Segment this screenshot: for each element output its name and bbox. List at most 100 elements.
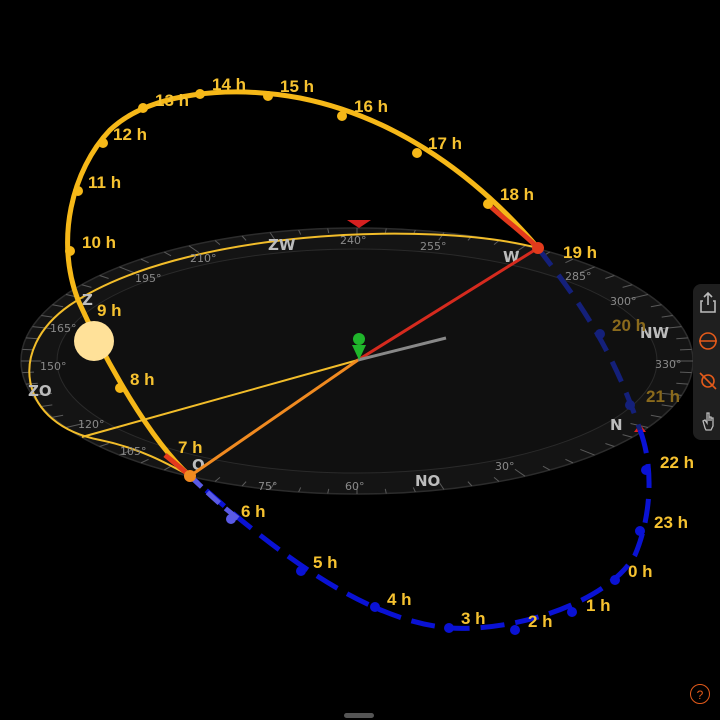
compass-tick-mark: [214, 240, 221, 246]
hour-dot-1: [567, 607, 577, 617]
hour-label-13: 13 h: [155, 91, 189, 110]
shadow-line: [357, 336, 447, 362]
no-sun-icon[interactable]: [697, 368, 719, 394]
compass-tick-mark: [565, 458, 574, 464]
hour-dot-20: [595, 329, 605, 339]
hour-dot-12: [98, 138, 108, 148]
hour-label-6: 6 h: [241, 502, 266, 521]
compass-tick-mark: [32, 326, 52, 330]
hour-dot-13: [138, 103, 148, 113]
hour-label-7: 7 h: [178, 438, 203, 457]
horizon-ring: [28, 232, 539, 477]
sunset-ray: [357, 246, 539, 362]
sunset-path-segment: [486, 202, 540, 250]
compass-tick-mark: [52, 304, 64, 308]
degree-label-240: 240°: [340, 234, 367, 247]
compass-tick-mark: [662, 326, 682, 330]
compass-tick-mark: [661, 404, 673, 407]
share-icon[interactable]: [697, 290, 719, 316]
hour-dot-0: [610, 575, 620, 585]
direction-label-no: NO: [415, 472, 440, 490]
compass-tick-mark: [622, 434, 633, 438]
night-path-hidden: [536, 246, 643, 431]
hour-label-12: 12 h: [113, 125, 147, 144]
compass-tick-mark: [119, 266, 134, 274]
hour-dot-16: [337, 111, 347, 121]
observer-pin-icon[interactable]: [352, 333, 366, 360]
compass-tick-mark: [565, 258, 574, 264]
hour-dot-8: [115, 383, 125, 393]
help-button[interactable]: ?: [690, 684, 710, 704]
compass-tick-mark: [164, 251, 172, 257]
compass-labels: 240° 255° 210° 195° 165° 150° 120° 105° …: [28, 234, 682, 493]
hour-dot-21: [625, 400, 635, 410]
compass-tick-mark: [99, 275, 109, 279]
side-toolbar: [693, 284, 720, 440]
compass-tick-mark: [65, 423, 84, 428]
horizon-icon[interactable]: [697, 328, 719, 354]
hour-label-16: 16 h: [354, 97, 388, 116]
compass-tick-mark: [605, 275, 615, 279]
compass-tick-mark: [140, 258, 149, 264]
hour-dot-5: [296, 566, 306, 576]
hour-label-20: 20 h: [612, 316, 646, 335]
hour-dot-22: [641, 465, 651, 475]
compass-tick-mark: [188, 245, 200, 254]
hour-label-9: 9 h: [97, 301, 122, 320]
compass-tick-mark: [52, 414, 64, 418]
direction-label-zw: ZW: [268, 236, 296, 254]
compass-tick-mark: [164, 465, 172, 471]
degree-label-300: 300°: [610, 295, 637, 308]
compass-tick-mark: [298, 487, 302, 493]
compass-tick-mark: [41, 404, 53, 407]
hour-label-14: 14 h: [212, 75, 246, 94]
night-path: [188, 429, 652, 631]
compass-tick-mark: [327, 228, 330, 234]
sun-icon[interactable]: [74, 321, 114, 361]
compass-tick-mark: [241, 235, 247, 241]
compass-tick-mark: [580, 266, 595, 274]
hour-label-17: 17 h: [428, 134, 462, 153]
home-indicator[interactable]: [344, 713, 374, 718]
compass-tick-mark: [676, 382, 688, 385]
degree-label-75: 75°: [258, 480, 278, 493]
compass-tick-mark: [605, 443, 615, 447]
compass-tick-mark: [81, 284, 92, 288]
south-marker: [347, 220, 371, 228]
compass-tick-mark: [662, 392, 682, 396]
degree-label-120: 120°: [78, 418, 105, 431]
hour-label-1: 1 h: [586, 596, 611, 615]
hour-dots: [65, 89, 651, 635]
degree-label-210: 210°: [190, 252, 217, 265]
compass-tick-mark: [119, 448, 134, 456]
hour-label-2: 2 h: [528, 612, 553, 631]
hour-label-15: 15 h: [280, 77, 314, 96]
compass-tick-mark: [26, 337, 38, 340]
compass-tick-mark: [493, 476, 500, 482]
sun-azimuth-line: [81, 359, 359, 438]
compass-tick-mark: [438, 481, 445, 490]
degree-label-105: 105°: [120, 445, 147, 458]
hand-icon[interactable]: [697, 408, 719, 434]
compass-tick-mark: [650, 414, 662, 418]
sunrise-ray: [189, 358, 359, 478]
hour-label-0: 0 h: [628, 562, 653, 581]
compass-tick-mark: [140, 458, 149, 464]
compass-tick-mark: [327, 488, 330, 494]
hour-label-18: 18 h: [500, 185, 534, 204]
compass-tick-mark: [580, 448, 595, 456]
hour-dot-19: [532, 242, 544, 254]
compass-tick-mark: [514, 245, 526, 254]
hour-dot-17: [412, 148, 422, 158]
degree-label-30: 30°: [495, 460, 515, 473]
hour-dot-18: [483, 199, 493, 209]
compass-tick-mark: [467, 481, 473, 487]
hour-label-22: 22 h: [660, 453, 694, 472]
compass-tick-mark: [26, 382, 38, 385]
degree-label-195: 195°: [135, 272, 162, 285]
degree-label-165: 165°: [50, 322, 77, 335]
hour-label-11: 11 h: [88, 173, 121, 192]
direction-label-zo: ZO: [28, 382, 52, 400]
hour-dot-3: [444, 623, 454, 633]
